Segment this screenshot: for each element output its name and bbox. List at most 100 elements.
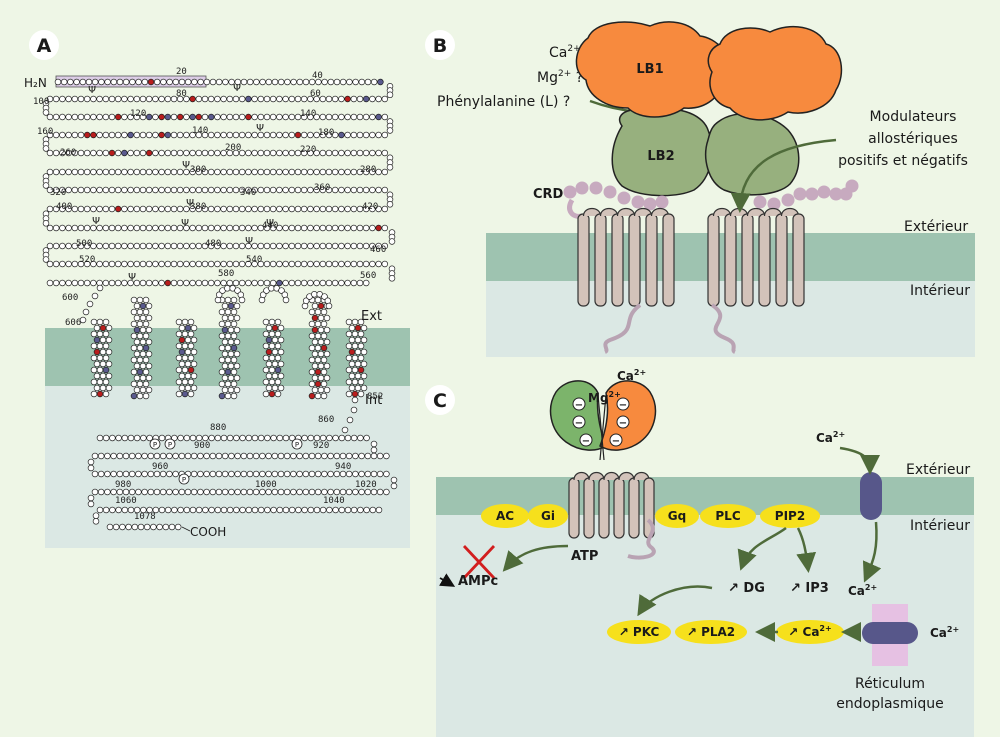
tm-residue xyxy=(99,372,107,380)
inhibition-cross xyxy=(462,545,496,579)
tm-residue xyxy=(139,302,147,310)
tm-residue xyxy=(142,296,150,304)
residue xyxy=(294,131,302,139)
residue xyxy=(344,242,351,250)
tm-residue xyxy=(314,320,322,328)
residue xyxy=(189,506,197,514)
tm-residue xyxy=(308,392,316,400)
residue xyxy=(46,224,54,232)
residue xyxy=(358,452,365,460)
tm-residue xyxy=(311,350,319,358)
residue xyxy=(383,488,390,496)
residue xyxy=(77,242,85,250)
vft-right-lobe xyxy=(599,380,657,451)
tm-residue xyxy=(181,390,189,398)
residue xyxy=(166,452,173,460)
residue xyxy=(59,149,66,157)
tm-residue xyxy=(268,342,276,350)
residue xyxy=(176,168,184,176)
residue xyxy=(91,470,99,478)
residue xyxy=(331,260,339,268)
glycosylation-mark: Ψ xyxy=(266,218,274,229)
tm-residue xyxy=(308,368,316,376)
residue xyxy=(90,279,97,287)
residue xyxy=(90,168,97,176)
residue xyxy=(375,168,382,176)
residue xyxy=(139,149,147,157)
residue xyxy=(141,488,148,496)
exterior-label-c: Extérieur xyxy=(906,462,970,478)
residue xyxy=(110,470,117,478)
residue xyxy=(91,488,99,496)
residue xyxy=(83,279,91,287)
residue xyxy=(209,488,217,496)
residue xyxy=(338,506,346,514)
tm-residue xyxy=(357,366,365,374)
residue xyxy=(257,113,265,121)
residue xyxy=(290,470,297,478)
residue xyxy=(114,131,122,139)
tm-residue xyxy=(218,332,226,340)
residue xyxy=(240,452,248,460)
residue xyxy=(108,131,116,139)
residue-number: 20 xyxy=(176,67,187,77)
residue xyxy=(288,506,296,514)
residue-chain xyxy=(42,78,398,532)
residue xyxy=(290,78,297,86)
tm-residue xyxy=(277,336,285,344)
tm-residue xyxy=(181,330,189,338)
residue xyxy=(238,242,246,250)
tm-residue xyxy=(142,368,150,376)
residue-number: 220 xyxy=(300,145,316,155)
residue xyxy=(91,78,99,86)
residue xyxy=(122,78,130,86)
glycosylation-mark: Ψ xyxy=(92,216,100,227)
residue xyxy=(265,452,272,460)
loop-residue xyxy=(278,287,285,294)
tm-helix xyxy=(613,477,625,539)
residue xyxy=(252,488,260,496)
residue xyxy=(300,279,308,287)
residue xyxy=(277,488,285,496)
residue xyxy=(147,488,155,496)
tm-residue xyxy=(175,318,183,326)
residue xyxy=(112,523,120,531)
residue xyxy=(183,434,191,442)
residue xyxy=(362,279,370,287)
residue xyxy=(104,452,111,460)
residue xyxy=(158,131,165,139)
residue xyxy=(77,186,85,194)
crd-bead xyxy=(589,181,603,195)
crd-bead xyxy=(655,195,669,209)
tm-residue xyxy=(221,386,229,394)
residue xyxy=(83,131,91,139)
residue xyxy=(190,488,198,496)
residue xyxy=(383,470,390,478)
residue xyxy=(65,168,72,176)
crd-bead xyxy=(767,197,781,211)
tm-residue xyxy=(317,386,325,394)
tm-residue xyxy=(190,336,198,344)
tm-residue xyxy=(317,302,325,310)
residue xyxy=(308,488,316,496)
tm-residue xyxy=(178,348,186,356)
interior-label-c: Intérieur xyxy=(910,518,970,534)
residue xyxy=(77,224,85,232)
residue xyxy=(207,242,215,250)
residue xyxy=(245,224,252,232)
residue xyxy=(46,242,54,250)
crd-bead xyxy=(575,181,589,195)
residue xyxy=(362,131,370,139)
tm-residue xyxy=(102,354,110,362)
tm-residue xyxy=(323,326,331,334)
residue xyxy=(90,224,97,232)
tm-residue xyxy=(230,356,238,364)
residue xyxy=(145,260,153,268)
residue xyxy=(282,279,289,287)
residue xyxy=(164,506,172,514)
residue xyxy=(313,131,320,139)
residue xyxy=(319,149,327,157)
crd-bead xyxy=(753,195,767,209)
residue xyxy=(121,205,128,213)
tm-residue xyxy=(233,326,241,334)
